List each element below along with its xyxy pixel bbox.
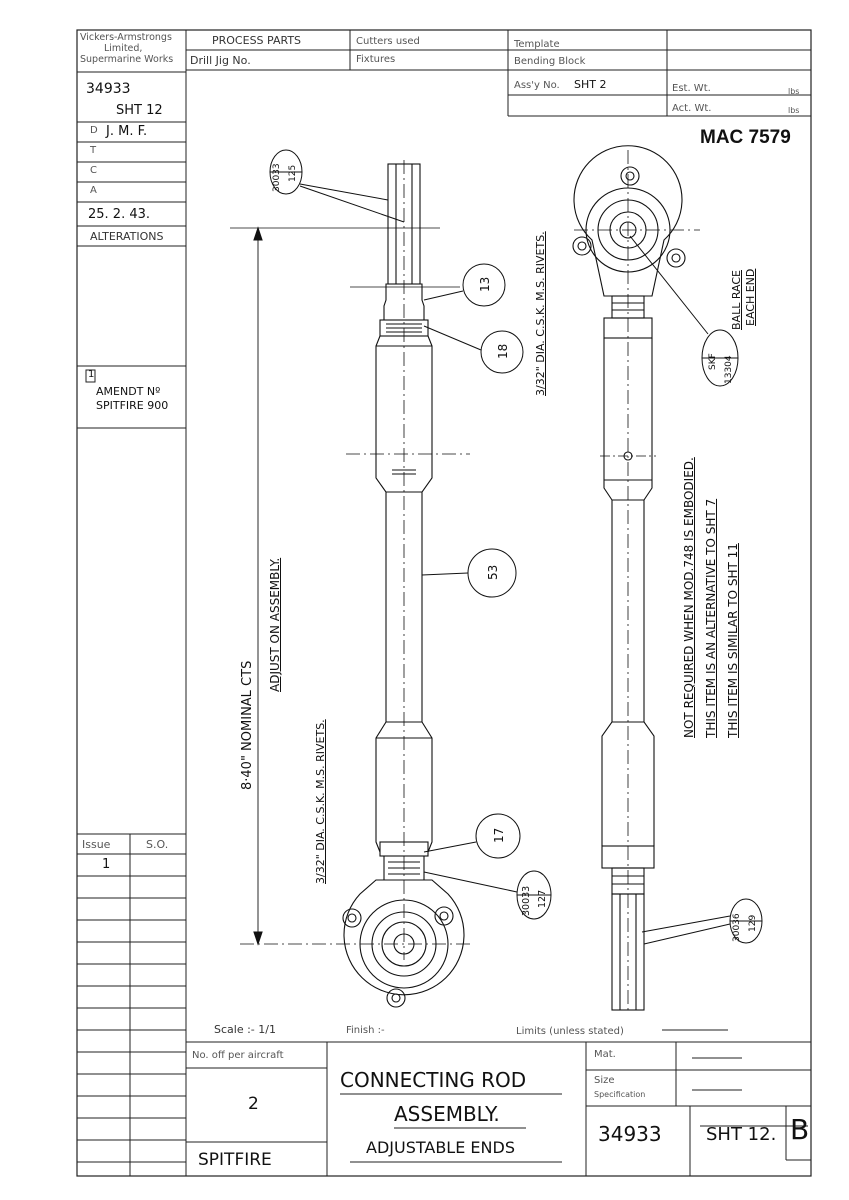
drawn-label: D — [90, 125, 98, 136]
sheet-number-left: SHT 12 — [116, 103, 163, 118]
aircraft-name: SPITFIRE — [198, 1150, 272, 1170]
act-wt-label: Act. Wt. — [672, 103, 712, 114]
checked-label: C — [90, 165, 97, 176]
amend-number: 1 — [88, 369, 95, 380]
mod-note-2: THIS ITEM IS AN ALTERNATIVE TO SHT 7 — [704, 498, 718, 738]
nominal-centres-dimension: 8·40" NOMINAL CTS — [240, 660, 255, 790]
fixtures-label: Fixtures — [356, 54, 396, 65]
sheet-number-footer: SHT 12. — [706, 1124, 777, 1145]
drawing-title-1: CONNECTING ROD — [340, 1068, 527, 1092]
assy-no-value: SHT 2 — [574, 78, 607, 91]
process-parts-label: PROCESS PARTS — [212, 34, 302, 47]
finish-label: Finish :- — [346, 1025, 385, 1036]
balloon-ref-top-part: 30033 — [272, 163, 282, 192]
balloon-17: 17 — [492, 827, 506, 843]
company-name-1: Vickers-Armstrongs — [80, 32, 172, 43]
drawing-number-footer: 34933 — [598, 1122, 662, 1146]
est-wt-label: Est. Wt. — [672, 83, 711, 94]
drawing-title-3: ADJUSTABLE ENDS — [366, 1138, 515, 1157]
company-name-3: Supermarine Works — [80, 54, 174, 65]
rivet-note-bottom: 3/32" DIA. C.S.K. M.S. RIVETS. — [314, 719, 327, 884]
act-wt-unit: lbs — [788, 106, 800, 115]
balloon-53: 53 — [486, 564, 500, 580]
specification-label: Specification — [594, 1090, 646, 1099]
size-label: Size — [594, 1075, 615, 1086]
ball-race-note-1: BALL RACE — [730, 270, 743, 330]
balloon-skf-number: 13304 — [724, 355, 734, 384]
no-off-label: No. off per aircraft — [192, 1050, 284, 1061]
balloon-ref-right-part: 30036 — [732, 913, 742, 942]
mac-reference: MAC 7579 — [700, 127, 791, 148]
assy-no-label: Ass'y No. — [514, 80, 560, 91]
material-label: Mat. — [594, 1049, 616, 1060]
traced-label: T — [90, 145, 97, 156]
issue-label: Issue — [82, 838, 111, 851]
so-label: S.O. — [146, 838, 169, 851]
bending-block-label: Bending Block — [514, 56, 586, 67]
quantity-value: 2 — [248, 1094, 259, 1114]
balloon-ref-top-sheet: 125 — [288, 164, 298, 182]
balloon-13: 13 — [478, 276, 492, 292]
template-label: Template — [514, 39, 560, 50]
issue-value: 1 — [102, 857, 111, 872]
drawing-number-left: 34933 — [86, 81, 131, 97]
balloon-ref-bottom-part: 30033 — [521, 885, 532, 916]
mod-note-1: NOT REQUIRED WHEN MOD.748 IS EMBODIED. — [682, 457, 696, 738]
balloon-skf-maker: SKF — [708, 353, 718, 370]
drill-jig-label: Drill Jig No. — [190, 54, 251, 67]
amend-label: AMENDT Nº — [96, 385, 161, 398]
company-name-2: Limited, — [104, 43, 143, 54]
drawn-by: J. M. F. — [106, 124, 148, 139]
drawing-date: 25. 2. 43. — [88, 207, 151, 222]
approved-label: A — [90, 185, 97, 196]
balloon-18: 18 — [496, 343, 510, 359]
adjust-on-assembly-note: ADJUST ON ASSEMBLY. — [268, 557, 282, 692]
limits-label: Limits (unless stated) — [516, 1026, 624, 1037]
alterations-label: ALTERATIONS — [90, 230, 164, 243]
drawing-title-2: ASSEMBLY. — [394, 1102, 500, 1126]
balloon-ref-bottom-sheet: 127 — [537, 889, 548, 908]
ball-race-note-2: EACH END — [744, 268, 757, 326]
est-wt-unit: lbs — [788, 87, 800, 96]
amend-reference: SPITFIRE 900 — [96, 399, 169, 412]
mod-note-3: THIS ITEM IS SIMILAR TO SHT 11 — [726, 543, 740, 738]
balloon-ref-right-sheet: 129 — [748, 914, 758, 932]
rivet-note-top: 3/32" DIA. C.S.K. M.S. RIVETS. — [534, 231, 547, 396]
cutters-used-label: Cutters used — [356, 36, 420, 47]
scale-label: Scale :- 1/1 — [214, 1023, 276, 1036]
issue-letter: B — [790, 1113, 810, 1146]
